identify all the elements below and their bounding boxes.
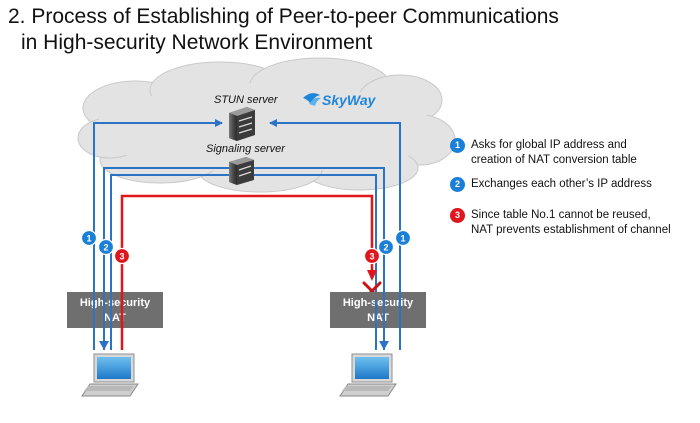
badge-3-left-label: 3	[119, 252, 124, 262]
diagram-title: 2. Process of Establishing of Peer-to-pe…	[8, 4, 559, 56]
arrow-left-laptop	[99, 341, 109, 350]
badge-2-right: 2	[377, 238, 395, 256]
legend-item-2: 2 Exchanges each other’s IP address	[450, 177, 652, 192]
badge-1-right-label: 1	[400, 234, 405, 244]
server-icon	[229, 107, 255, 141]
nat-box-right: High-security NAT	[330, 292, 426, 328]
legend-item-3-line2: NAT prevents establishment of channel	[471, 224, 671, 236]
badge-2-left: 2	[97, 238, 115, 256]
server-icon	[229, 157, 254, 185]
path-1-left	[93, 119, 223, 350]
laptop-icon	[339, 353, 397, 397]
badge-1-right: 1	[394, 229, 412, 247]
badge-1-left-label: 1	[86, 234, 91, 244]
badge-2-left-label: 2	[103, 243, 108, 253]
legend-item-2-line1: Exchanges each other’s IP address	[471, 178, 652, 190]
badge-3-right-label: 3	[369, 252, 374, 262]
path-1-right	[269, 119, 401, 350]
legend-text-2: Exchanges each other’s IP address	[471, 177, 652, 192]
badge-3-left: 3	[113, 247, 131, 265]
laptop-icon	[81, 353, 139, 397]
nat-left-line2: NAT	[104, 312, 126, 324]
legend-text-1: Asks for global IP address and creation …	[471, 138, 637, 168]
signaling-server-label: Signaling server	[206, 143, 286, 155]
red-path	[120, 194, 374, 350]
legend-item-3-line1: Since table No.1 cannot be reused,	[471, 209, 651, 221]
stun-server-label: STUN server	[214, 94, 279, 106]
badge-3-right: 3	[363, 247, 381, 265]
path-3	[120, 194, 374, 350]
red-arrowhead	[367, 270, 377, 281]
title-line-1: 2. Process of Establishing of Peer-to-pe…	[8, 5, 559, 28]
legend-text-3: Since table No.1 cannot be reused, NAT p…	[471, 208, 671, 238]
legend-badge-2: 2	[450, 177, 465, 192]
legend-item-1-line2: creation of NAT conversion table	[471, 154, 637, 166]
nat-right-line1: High-security	[343, 297, 414, 309]
skyway-bird-icon	[303, 93, 321, 106]
skyway-logo-text: SkyWay	[322, 92, 377, 108]
paths-through-nat	[93, 292, 401, 328]
arrow-right-laptop	[379, 341, 389, 350]
title-line-2: in High-security Network Environment	[21, 31, 373, 54]
badge-2-right-label: 2	[383, 243, 388, 253]
nat-box-left: High-security NAT	[67, 292, 163, 328]
badge-1-left: 1	[80, 229, 98, 247]
legend-item-3: 3 Since table No.1 cannot be reused, NAT…	[450, 208, 671, 238]
legend-badge-3: 3	[450, 208, 465, 223]
legend-item-1: 1 Asks for global IP address and creatio…	[450, 138, 637, 168]
legend-item-1-line1: Asks for global IP address and	[471, 139, 627, 151]
nat-right-line2: NAT	[367, 312, 389, 324]
nat-left-line1: High-security	[80, 297, 151, 309]
cloud	[77, 57, 456, 193]
legend-badge-1: 1	[450, 138, 465, 153]
